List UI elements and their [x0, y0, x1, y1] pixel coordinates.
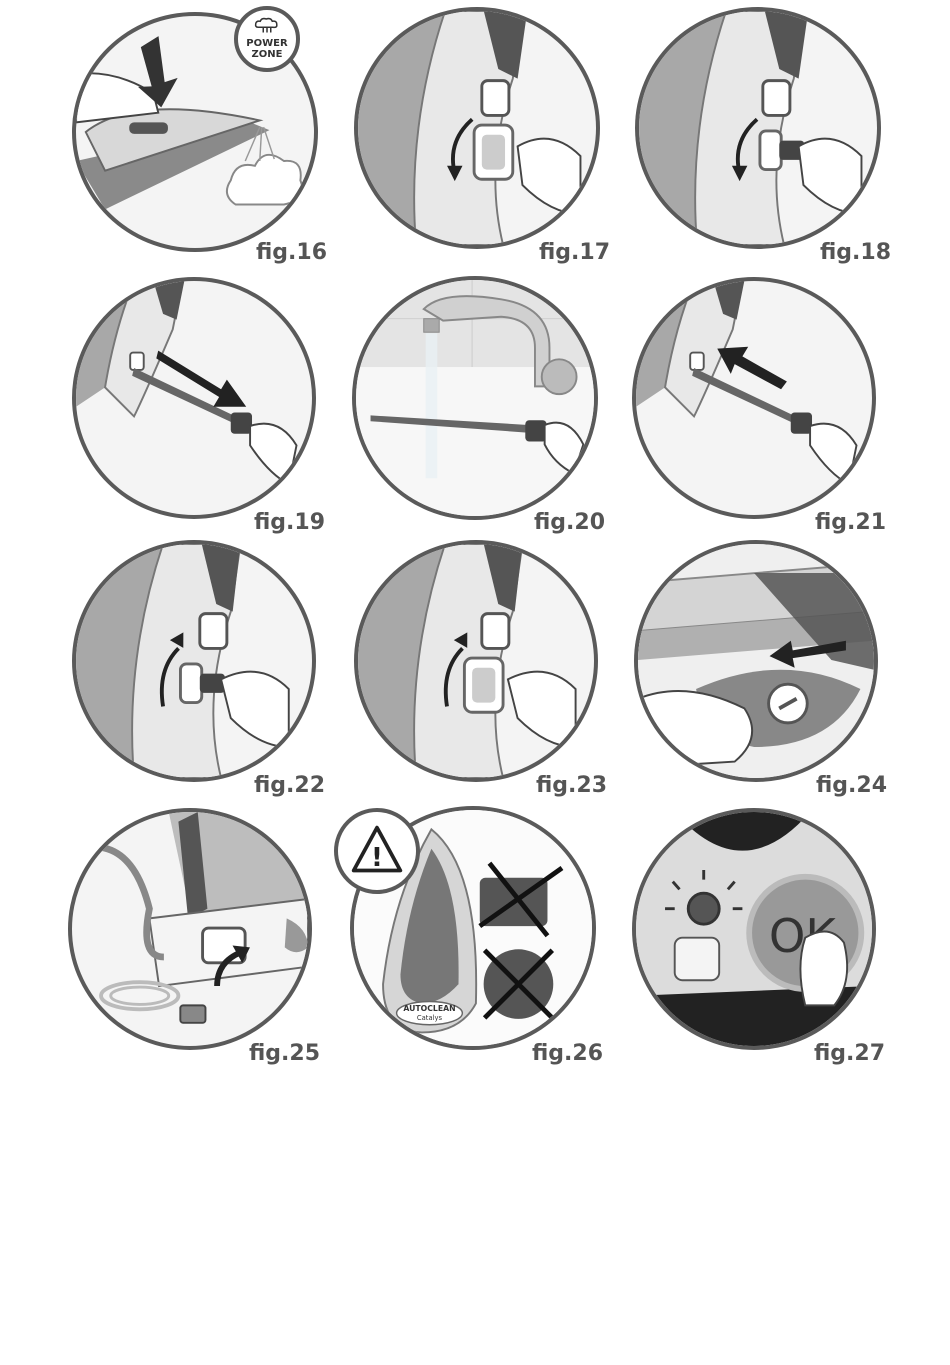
rinse-under-tap-illustration: [356, 280, 594, 516]
fig17-illustration: [354, 7, 600, 249]
fig20-label: fig.20: [534, 510, 605, 535]
fig24-label: fig.24: [816, 773, 887, 798]
filter-twist-illustration: [639, 11, 877, 245]
fig21-illustration: [632, 277, 876, 519]
cord-storage-illustration: [72, 812, 308, 1046]
fig26-label: fig.26: [532, 1041, 603, 1066]
warning-badge: !: [334, 808, 420, 894]
warning-symbol: !: [371, 843, 383, 873]
autoclean-line1: AUTOCLEAN: [403, 1004, 455, 1013]
fig18-label: fig.18: [820, 240, 891, 265]
power-zone-line1: POWER: [238, 38, 296, 49]
fig23-illustration: [354, 540, 598, 782]
steam-function-icon: [675, 938, 719, 981]
fig16-label: fig.16: [256, 240, 327, 265]
steam-cloud-icon: [252, 16, 282, 34]
base-anti-scale-illustration: [638, 544, 874, 778]
fig20-illustration: [352, 276, 598, 520]
fig22-illustration: [72, 540, 316, 782]
anti-scale-rod-insert-illustration: [636, 281, 872, 515]
power-zone-line2: ZONE: [238, 49, 296, 60]
filter-removal-illustration: [358, 11, 596, 245]
fig22-label: fig.22: [254, 773, 325, 798]
fig21-label: fig.21: [815, 510, 886, 535]
autoclean-line2: Catalys: [417, 1014, 443, 1022]
filter-reinsert-illustration: [76, 544, 312, 778]
fig27-label: fig.27: [814, 1041, 885, 1066]
warning-triangle-icon: !: [349, 822, 405, 878]
fig24-illustration: [634, 540, 878, 782]
fig19-label: fig.19: [254, 510, 325, 535]
filter-lock-illustration: [358, 544, 594, 778]
anti-scale-rod-pull-illustration: [76, 281, 312, 515]
fig17-label: fig.17: [539, 240, 610, 265]
power-zone-badge: POWER ZONE: [234, 6, 300, 72]
fig19-illustration: [72, 277, 316, 519]
control-panel-ok-illustration: OK: [636, 812, 872, 1046]
fig25-label: fig.25: [249, 1041, 320, 1066]
fig27-illustration: OK: [632, 808, 876, 1050]
fig23-label: fig.23: [536, 773, 607, 798]
fig18-illustration: [635, 7, 881, 249]
fig25-illustration: [68, 808, 312, 1050]
